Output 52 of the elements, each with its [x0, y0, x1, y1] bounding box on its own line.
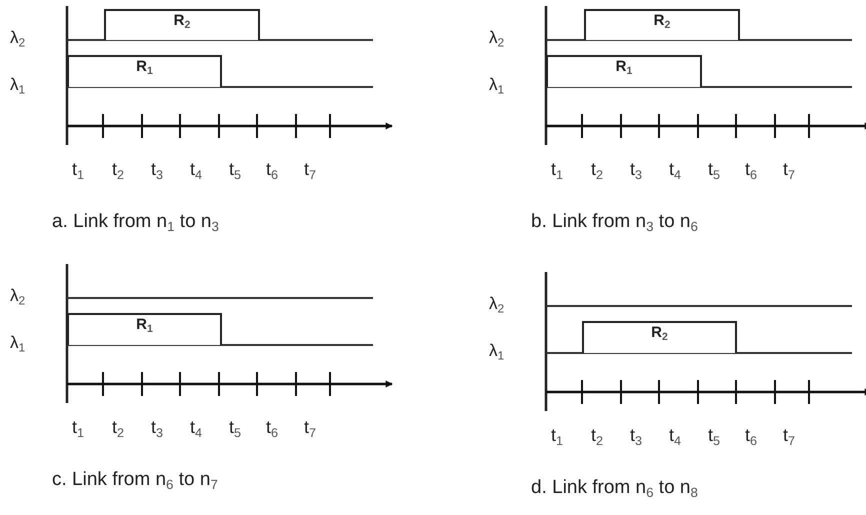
time-slot-label: t$_{7}$ [783, 426, 796, 449]
time-slot-label: t$_{3}$ [630, 160, 642, 183]
time-slot-label: t$_{4}$ [669, 160, 682, 183]
reservation-label: R$_{2}$ [650, 325, 669, 344]
time-slot-label: t$_{6}$ [266, 160, 278, 183]
time-slot-label: t$_{2}$ [591, 160, 604, 183]
time-slot-label: t$_{7}$ [304, 418, 316, 441]
wavelength-label: λ$_{2}$ [10, 287, 26, 308]
time-slot-label: t$_{3}$ [630, 426, 642, 449]
time-slot-label: t$_{7}$ [783, 160, 796, 183]
reservation-box [67, 55, 222, 87]
caption: c. Link from n$_{6}$ to n$_{7}$ [52, 470, 218, 493]
caption: a. Link from n$_{1}$ to n$_{3}$ [52, 212, 219, 235]
time-slot-label: t$_{1}$ [72, 160, 84, 183]
time-slot-label: t$_{5}$ [229, 418, 242, 441]
time-slot-label: t$_{4}$ [190, 418, 202, 441]
time-slot-label: t$_{6}$ [745, 160, 758, 183]
wavelength-label: λ$_{2}$ [489, 295, 504, 316]
time-slot-label: t$_{1}$ [551, 160, 564, 183]
time-slot-label: t$_{1}$ [72, 418, 84, 441]
caption: b. Link from n$_{3}$ to n$_{6}$ [531, 212, 698, 235]
wavelength-label: λ$_{1}$ [10, 76, 26, 97]
time-slot-label: t$_{5}$ [708, 160, 720, 183]
time-slot-label: t$_{7}$ [304, 160, 316, 183]
wavelength-label: λ$_{1}$ [489, 342, 504, 363]
wavelength-label: λ$_{1}$ [489, 76, 504, 97]
time-slot-label: t$_{3}$ [151, 160, 164, 183]
time-slot-label: t$_{3}$ [151, 418, 164, 441]
wavelength-label: λ$_{2}$ [10, 29, 26, 50]
time-slot-label: t$_{4}$ [190, 160, 202, 183]
reservation-box [546, 55, 702, 87]
time-slot-label: t$_{6}$ [745, 426, 758, 449]
reservation-label: R$_{1}$ [135, 317, 154, 336]
reservation-label: R$_{1}$ [614, 59, 634, 78]
reservation-label: R$_{2}$ [652, 13, 672, 32]
caption: d. Link from n$_{6}$ to n$_{8}$ [531, 478, 698, 501]
wavelength-label: λ$_{2}$ [489, 29, 504, 50]
time-slot-label: t$_{2}$ [591, 426, 604, 449]
reservation-label: R$_{2}$ [172, 13, 192, 32]
time-slot-label: t$_{6}$ [266, 418, 278, 441]
time-slot-label: t$_{1}$ [551, 426, 564, 449]
reservation-box [67, 313, 222, 345]
time-slot-label: t$_{5}$ [708, 426, 720, 449]
reservation-box [582, 321, 737, 353]
reservation-box [584, 9, 740, 40]
reservation-label: R$_{1}$ [135, 59, 154, 78]
time-slot-label: t$_{2}$ [112, 160, 124, 183]
time-slot-label: t$_{2}$ [112, 418, 124, 441]
wavelength-label: λ$_{1}$ [10, 334, 26, 355]
reservation-box [104, 9, 260, 40]
time-slot-label: t$_{5}$ [229, 160, 242, 183]
time-slot-label: t$_{4}$ [669, 426, 682, 449]
